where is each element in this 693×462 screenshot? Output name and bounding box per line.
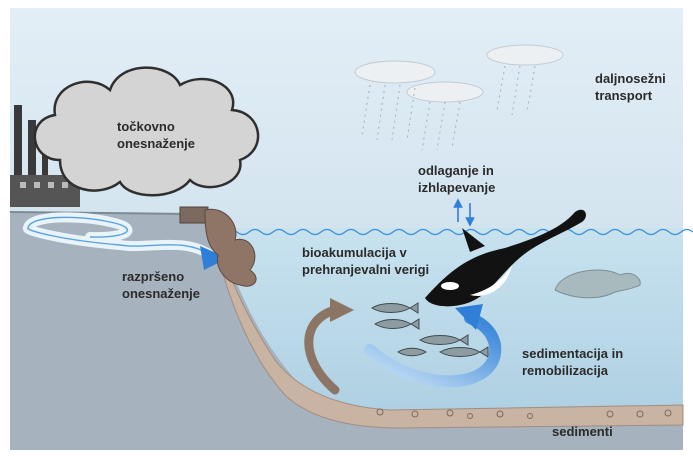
label-point-pollution: točkovno onesnaženje — [117, 118, 195, 152]
label-bioaccumulation: bioakumulacija v prehranjevalni verigi — [302, 244, 429, 278]
label-diffuse-pollution-line1: razpršeno — [122, 268, 200, 285]
label-sediments: sedimenti — [552, 423, 613, 440]
label-sedimentation: sedimentacija in remobilizacija — [522, 345, 623, 379]
label-deposition-evaporation: odlaganje in izhlapevanje — [418, 162, 495, 196]
label-point-pollution-line2: onesnaženje — [117, 135, 195, 152]
label-point-pollution-line1: točkovno — [117, 118, 195, 135]
label-long-range-line2: transport — [595, 87, 666, 104]
label-bioaccumulation-line2: prehranjevalni verigi — [302, 261, 429, 278]
label-deposition-line2: izhlapevanje — [418, 179, 495, 196]
label-long-range-line1: daljnosežni — [595, 70, 666, 87]
label-sedimentation-line1: sedimentacija in — [522, 345, 623, 362]
label-diffuse-pollution-line2: onesnaženje — [122, 285, 200, 302]
label-diffuse-pollution: razpršeno onesnaženje — [122, 268, 200, 302]
label-long-range-transport: daljnosežni transport — [595, 70, 666, 104]
label-deposition-line1: odlaganje in — [418, 162, 495, 179]
label-sedimentation-line2: remobilizacija — [522, 362, 623, 379]
label-bioaccumulation-line1: bioakumulacija v — [302, 244, 429, 261]
